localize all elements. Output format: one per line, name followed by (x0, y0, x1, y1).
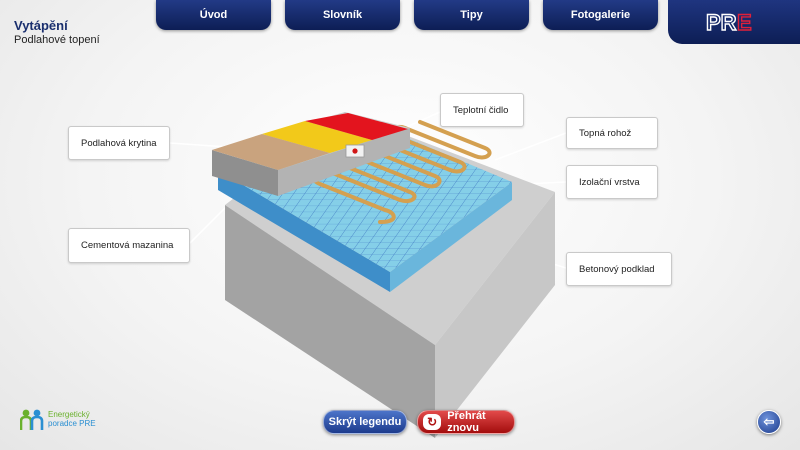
hide-legend-button[interactable]: Skrýt legendu (323, 410, 407, 434)
back-arrow-icon: ⇦ (763, 414, 775, 429)
tab-slovnik[interactable]: Slovník (285, 0, 400, 30)
page-subtitle: Podlahové topení (14, 34, 100, 46)
top-nav: Úvod Slovník Tipy Fotogalerie (156, 0, 658, 30)
back-button[interactable]: ⇦ (757, 410, 781, 434)
logo-pr: PR (706, 10, 737, 35)
callout-label: Topná rohož (579, 127, 632, 139)
callout-label: Teplotní čidlo (453, 104, 509, 116)
brand-line2: poradce PRE (48, 419, 96, 428)
callout-heating-mat: Topná rohož (566, 117, 658, 149)
brand-logo: Energetický poradce PRE (20, 408, 96, 430)
title-block: Vytápění Podlahové topení (14, 18, 100, 46)
logo-e: E (737, 10, 752, 35)
brand-line1: Energetický (48, 410, 90, 419)
floor-tile-yellow (262, 121, 372, 153)
page-title: Vytápění (14, 18, 68, 33)
advisor-icon (20, 409, 44, 430)
callout-label: Podlahová krytina (81, 137, 157, 149)
callout-insulation: Izolační vrstva (566, 165, 658, 199)
callout-floor-covering: Podlahová krytina (68, 126, 170, 160)
callout-temp-sensor: Teplotní čidlo (440, 93, 524, 127)
callout-concrete-base: Betonový podklad (566, 252, 672, 286)
callout-label: Cementová mazanina (81, 240, 174, 251)
brand-text: Energetický poradce PRE (48, 410, 96, 428)
replay-button[interactable]: ↻ Přehrát znovu (417, 410, 515, 434)
floor-tile-red (305, 113, 408, 140)
callout-label: Betonový podklad (579, 263, 655, 275)
callout-label: Izolační vrstva (579, 176, 640, 188)
pre-logo-mark: PR E (705, 9, 752, 35)
tab-uvod[interactable]: Úvod (156, 0, 271, 30)
temperature-sensor (345, 144, 365, 158)
callout-screed: Cementová mazanina (68, 228, 190, 263)
tab-fotogalerie[interactable]: Fotogalerie (543, 0, 658, 30)
replay-label: Přehrát znovu (447, 410, 486, 434)
floor-tile-wood (212, 134, 330, 170)
pre-logo: PR E (668, 0, 800, 44)
replay-icon: ↻ (423, 414, 442, 430)
tab-tipy[interactable]: Tipy (414, 0, 529, 30)
